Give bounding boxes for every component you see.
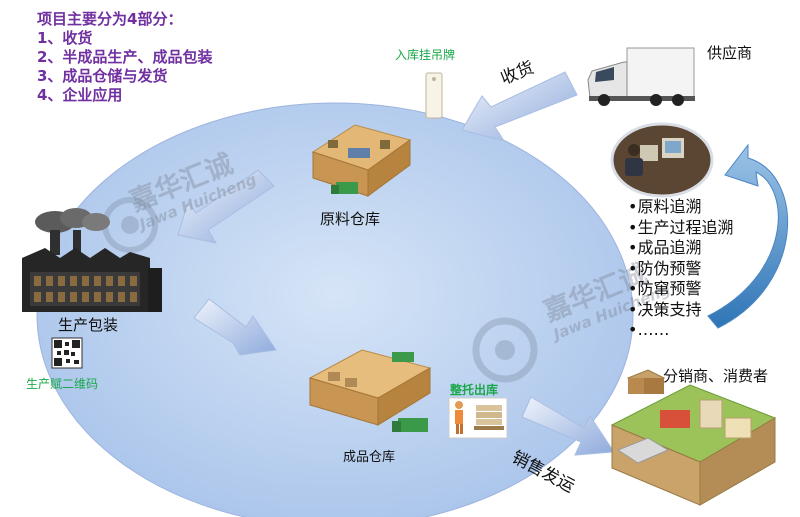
intro-block: 项目主要分为4部分： 1、收货 2、半成品生产、成品包装 3、成品仓储与发货 4… [37, 10, 212, 105]
application-item: •原料追溯 [628, 197, 702, 216]
raw-warehouse-icon [311, 124, 412, 197]
application-item: •生产过程追溯 [628, 217, 734, 237]
distributor-label: 分销商、消费者 [663, 367, 769, 385]
qr-label: 生产赋二维码 [26, 377, 99, 391]
watermark-logo-right [472, 317, 538, 383]
arrow-to-finished [193, 298, 277, 356]
supplier-label: 供应商 [707, 44, 753, 62]
palletize-label: 整托出库 [450, 383, 499, 397]
pallet-worker-icon [448, 397, 508, 439]
hanging-tag-icon [425, 72, 443, 119]
qr-code-icon [51, 337, 83, 369]
tag-label: 入库挂吊牌 [395, 48, 456, 62]
curved-arrow [707, 143, 788, 329]
finished-warehouse-icon [308, 349, 432, 432]
intro-item-4: 4、企业应用 [37, 86, 123, 104]
application-item: •成品追溯 [628, 238, 702, 257]
office-icon [610, 122, 714, 198]
arrow-ship [521, 396, 615, 456]
arrow-to-production [177, 169, 275, 244]
distributor-icon [610, 369, 777, 506]
factory-icon [22, 208, 162, 312]
truck-icon [587, 47, 695, 106]
application-item: •防窜预警 [628, 279, 702, 298]
intro-title: 项目主要分为4部分： [37, 10, 183, 28]
application-item: •…… [628, 320, 670, 339]
application-item: •决策支持 [628, 299, 702, 319]
intro-item-2: 2、半成品生产、成品包装 [37, 48, 213, 66]
production-label: 生产包装 [58, 316, 119, 334]
raw-warehouse-label: 原料仓库 [320, 210, 381, 228]
arrow-receive [461, 71, 578, 142]
intro-item-1: 1、收货 [37, 29, 93, 47]
finished-warehouse-label: 成品仓库 [343, 450, 396, 465]
application-item: •防伪预警 [628, 258, 702, 278]
intro-item-3: 3、成品仓储与发货 [37, 67, 168, 85]
applications-list: •原料追溯 •生产过程追溯 •成品追溯 •防伪预警 •防窜预警 •决策支持 •…… [628, 197, 733, 341]
